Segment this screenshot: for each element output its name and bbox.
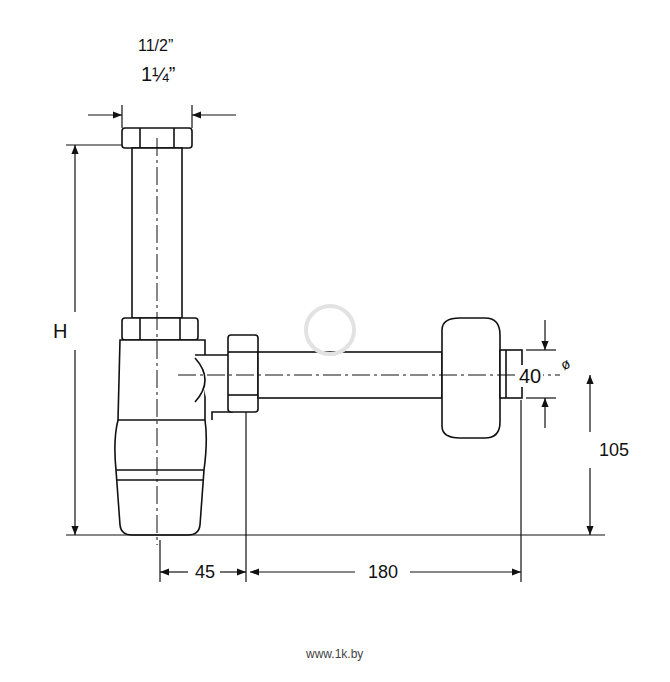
dimension-label: 45 bbox=[193, 562, 217, 582]
dimension-label: 180 bbox=[366, 562, 400, 582]
watermark: www.1k.by bbox=[304, 647, 365, 661]
pipe-size-label: 11/2” bbox=[136, 37, 175, 55]
pipe-size-label: 1¼” bbox=[139, 63, 177, 85]
diameter-symbol: ø bbox=[556, 354, 575, 374]
dimension-label: H bbox=[51, 320, 69, 342]
dimension-label: 40 bbox=[517, 365, 543, 387]
dimension-label: 105 bbox=[597, 440, 631, 460]
